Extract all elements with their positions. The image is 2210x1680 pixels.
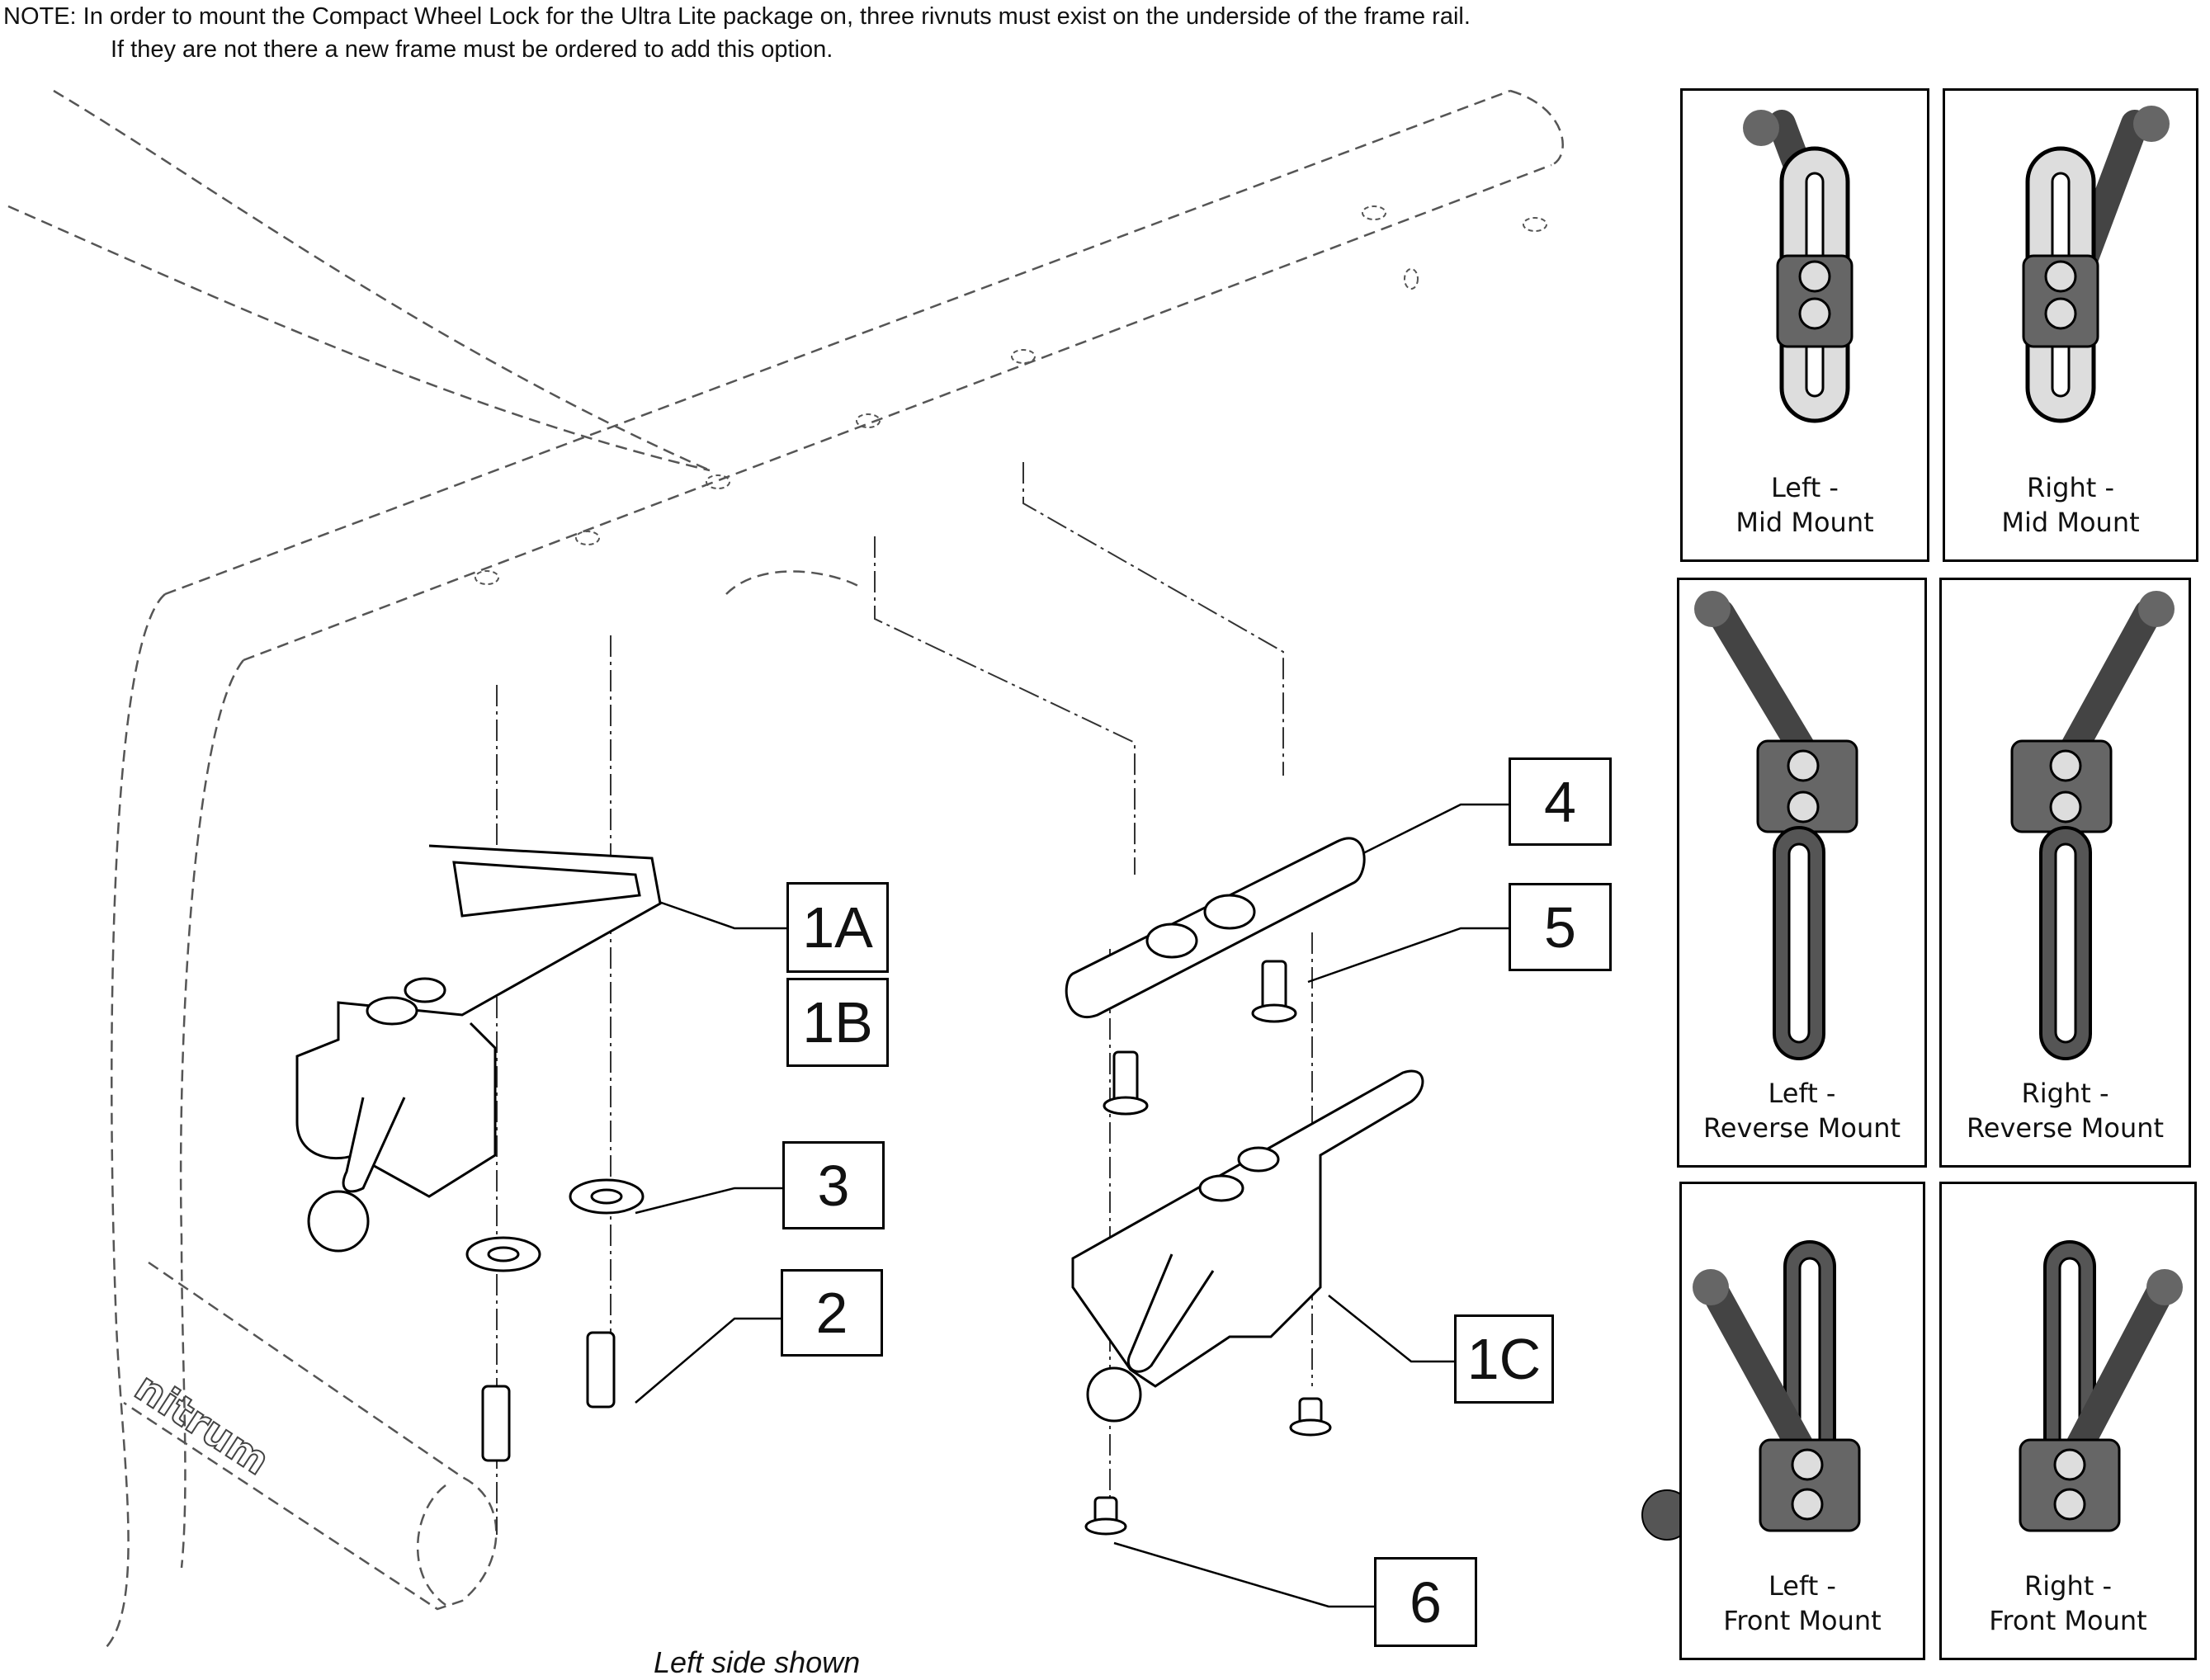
callout-3: 3 bbox=[782, 1141, 885, 1229]
panel-line2: Reverse Mount bbox=[1966, 1112, 2165, 1144]
footer-caption: Left side shown bbox=[654, 1645, 861, 1679]
mount-illustration bbox=[1694, 591, 1858, 1060]
panel-left-mid-mount: Left - Mid Mount bbox=[1680, 88, 1929, 562]
callout-5: 5 bbox=[1509, 883, 1612, 971]
panel-line1: Left - bbox=[1768, 1078, 1836, 1109]
panel-line1: Right - bbox=[2021, 1078, 2109, 1109]
mount-illustration bbox=[2022, 106, 2170, 423]
panel-right-front-mount: Right -Front Mount bbox=[1939, 1182, 2197, 1660]
mount-illustration bbox=[2010, 591, 2175, 1060]
mount-illustration bbox=[1693, 1240, 1861, 1532]
panel-line2: Mid Mount bbox=[1735, 507, 1874, 538]
screws bbox=[481, 960, 1332, 1536]
callout-1c: 1C bbox=[1454, 1314, 1554, 1404]
mount-illustration bbox=[2019, 1240, 2183, 1532]
part-1a-wheel-lock bbox=[295, 844, 662, 1253]
part-4-plate bbox=[1065, 837, 1366, 1018]
panel-left-reverse-mount: Left -Reverse Mount bbox=[1677, 578, 1927, 1168]
note-line-1: NOTE: In order to mount the Compact Whee… bbox=[3, 3, 1471, 30]
note: NOTE: In order to mount the Compact Whee… bbox=[3, 0, 1471, 66]
mount-illustration bbox=[1743, 110, 1853, 423]
frame-outline bbox=[7, 89, 1564, 1651]
callout-6: 6 bbox=[1374, 1557, 1477, 1647]
panel-line1: Left - bbox=[1771, 472, 1839, 503]
leader-lines bbox=[635, 803, 1510, 1608]
callout-1a: 1A bbox=[786, 882, 889, 973]
callout-2: 2 bbox=[781, 1269, 883, 1357]
panel-right-mid-mount: Right - Mid Mount bbox=[1943, 88, 2198, 562]
panel-line1: Right - bbox=[2027, 472, 2114, 503]
frame-logo: nitrum bbox=[126, 1364, 277, 1484]
panel-line2: Mid Mount bbox=[2001, 507, 2140, 538]
panel-line1: Right - bbox=[2024, 1570, 2112, 1602]
rivnut-holes bbox=[475, 205, 1547, 585]
callout-4: 4 bbox=[1509, 757, 1612, 846]
panel-line2: Front Mount bbox=[1989, 1605, 2147, 1636]
panel-right-reverse-mount: Right -Reverse Mount bbox=[1939, 578, 2191, 1168]
washers bbox=[465, 1178, 645, 1272]
panel-left-front-mount: Left -Front Mount bbox=[1679, 1182, 1925, 1660]
panel-line2: Reverse Mount bbox=[1702, 1112, 1901, 1144]
panel-line2: Front Mount bbox=[1723, 1605, 1882, 1636]
part-1c-wheel-lock bbox=[1071, 1069, 1424, 1423]
panel-line1: Left - bbox=[1768, 1570, 1836, 1602]
note-line-2: If they are not there a new frame must b… bbox=[111, 36, 833, 63]
callout-1b: 1B bbox=[786, 978, 889, 1067]
center-lines bbox=[496, 462, 1313, 1535]
